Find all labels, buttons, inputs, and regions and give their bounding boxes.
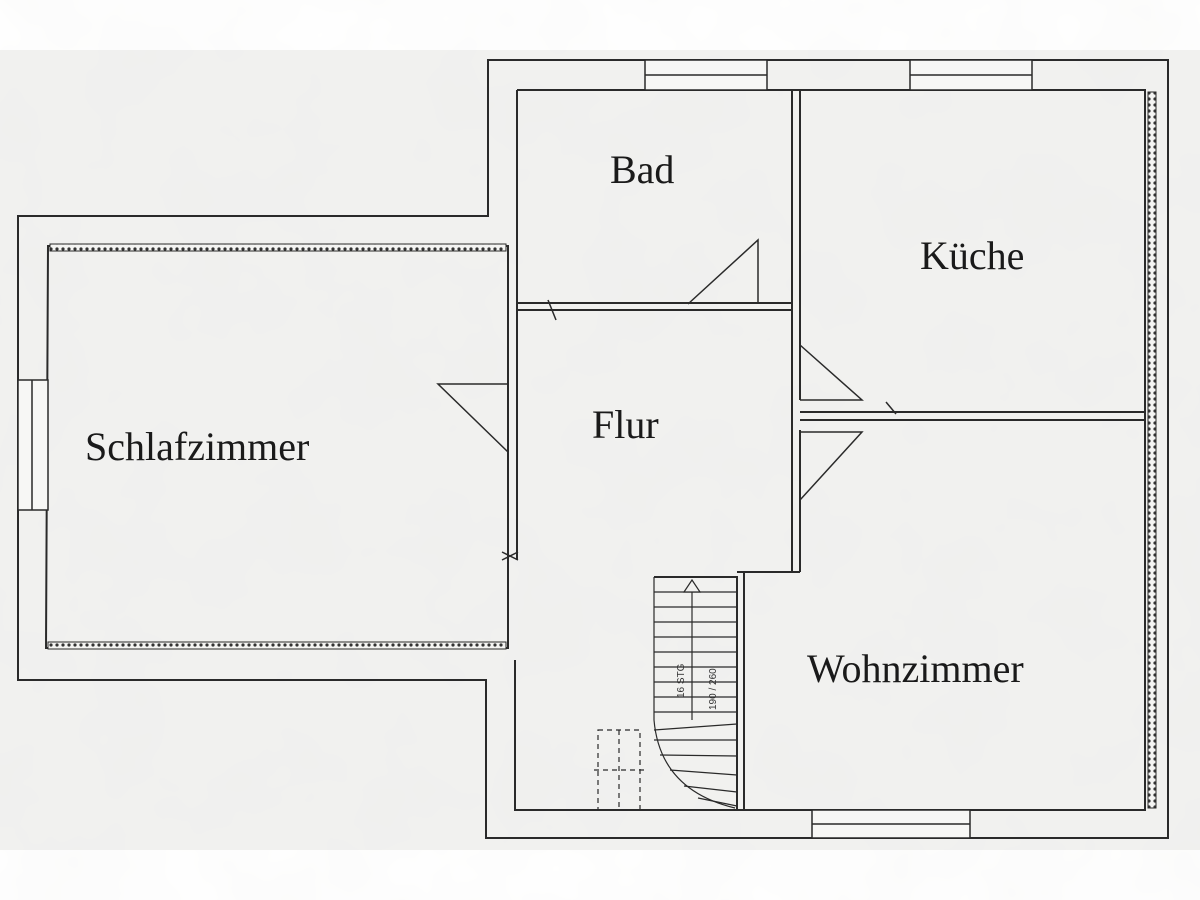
room-label-kueche: Küche (920, 233, 1024, 278)
door-schlafzimmer (436, 383, 509, 454)
outer-wall (17, 59, 1169, 839)
stair-dims-label: 190 / 260 (708, 668, 719, 710)
room-label-flur: Flur (592, 402, 659, 447)
walls (17, 59, 1169, 839)
hatched-wall-bedroom-bottom (47, 641, 507, 650)
room-label-schlafzimmer: Schlafzimmer (85, 424, 309, 469)
doors (436, 238, 897, 561)
stair-direction-arrow (682, 578, 702, 593)
door-bad (687, 238, 759, 305)
paper-texture (0, 50, 1200, 850)
window-schlafzimmer (17, 379, 49, 511)
stair-enclosure (654, 576, 738, 810)
hatched-wall-east (1147, 91, 1157, 809)
stair-landing (594, 729, 644, 811)
door-wohnzimmer (799, 431, 864, 501)
windows (17, 59, 1033, 839)
room-label-bad: Bad (610, 147, 674, 192)
stair-count-label: 16 STG (676, 663, 687, 698)
room-label-wohnzimmer: Wohnzimmer (807, 646, 1024, 691)
hatched-wall-bedroom-top (49, 243, 507, 252)
staircase (653, 577, 738, 809)
door-kueche (799, 344, 864, 401)
